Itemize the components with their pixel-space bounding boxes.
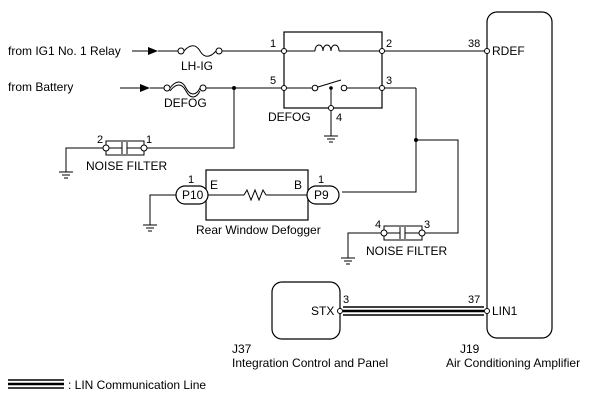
fuse-defog-label: DEFOG [164,96,207,110]
wire-noise-filter-1-ground [65,147,103,172]
panel-code: J37 [232,342,252,356]
fuse-defog-symbol [163,81,207,98]
panel-terminal-stx [337,308,343,314]
amplifier-term-lin1: LIN1 [492,304,518,318]
wire-junction-to-p9 [342,140,417,193]
connector-p9-pin: 1 [318,174,324,186]
ground-icon [59,171,73,179]
amplifier-box [486,11,553,339]
noise-filter-1-pin-2: 2 [97,134,103,146]
connector-p9-label: P9 [314,188,329,202]
relay-label: DEFOG [268,110,311,124]
relay-pin-4: 4 [336,112,342,124]
relay-terminal-4 [328,105,334,111]
relay-switch-icon [317,79,342,88]
wire-p10-ground [149,194,176,225]
defogger-terminal-b: B [294,178,302,192]
relay-pin-2: 2 [386,38,392,50]
panel-pin-3: 3 [343,294,349,306]
ground-icon [143,224,157,232]
lin-communication-line [343,306,484,316]
fuse-lh-ig-label: LH-IG [181,59,213,73]
connector-p9 [306,185,340,205]
amplifier-term-rdef: RDEF [492,44,525,58]
noise-filter-2-pin-3: 3 [424,219,430,231]
panel-name: Integration Control and Panel [232,356,388,370]
relay-coil-icon [314,44,340,52]
defogger-label: Rear Window Defogger [196,223,321,237]
relay-pin-5: 5 [270,75,276,87]
connector-p10-label: P10 [182,188,204,202]
noise-filter-1-pin-1: 1 [146,134,152,146]
legend-lin-label: : LIN Communication Line [68,378,206,392]
wire-to-noise-filter-1 [146,88,235,149]
relay-terminal-1 [281,48,287,54]
noise-filter-1-symbol [102,140,148,156]
amplifier-terminal-rdef [484,48,490,54]
noise-filter-2-pin-4: 4 [375,219,381,231]
noise-filter-1-label: NOISE FILTER [86,159,167,173]
amplifier-pin-38: 38 [468,38,480,50]
amplifier-terminal-lin1 [484,308,490,314]
ground-icon [324,135,338,143]
heater-resistor-icon [243,188,267,202]
relay-terminal-3 [379,85,385,91]
panel-term-stx: STX [311,304,334,318]
legend-lin-line-symbol [8,379,64,389]
amplifier-code: J19 [460,342,480,356]
fuse-lh-ig-symbol [177,45,223,57]
source-battery-label: from Battery [8,80,73,94]
wire-junction-to-noise-filter-2 [416,139,459,234]
arrow-ig1 [132,47,158,55]
connector-p10-pin: 1 [188,174,194,186]
relay-pin-1: 1 [270,38,276,50]
wire-noise-filter-2-ground [347,232,381,258]
amplifier-pin-37: 37 [468,294,480,306]
amplifier-name: Air Conditioning Amplifier [446,356,580,370]
relay-pin-3: 3 [386,75,392,87]
defog-relay-box [283,31,383,109]
noise-filter-2-symbol [380,225,426,241]
relay-terminal-5 [281,85,287,91]
source-ig1-relay-label: from IG1 No. 1 Relay [8,44,121,58]
arrow-battery [120,84,150,92]
ground-icon [341,257,355,265]
noise-filter-2-label: NOISE FILTER [366,244,447,258]
relay-terminal-2 [379,48,385,54]
defogger-terminal-e: E [210,178,218,192]
